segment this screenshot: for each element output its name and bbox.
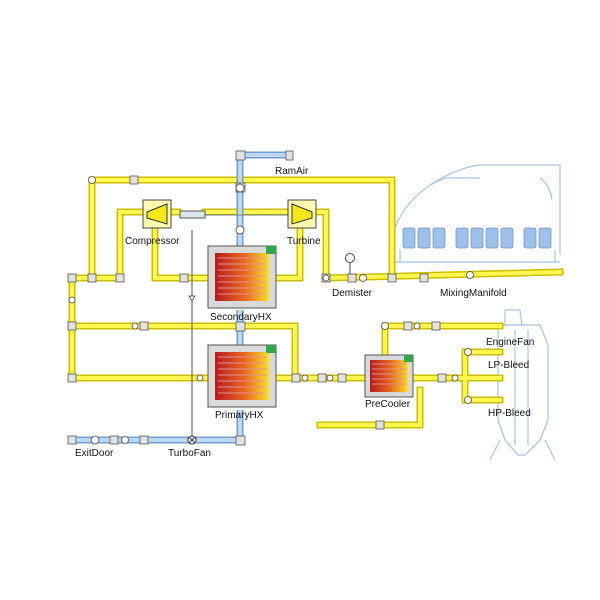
label-turbo-fan: TurboFan — [168, 448, 211, 459]
component-labels: RamAir Compressor Turbine SecondaryHX Pr… — [75, 166, 534, 459]
shaft-coupling — [179, 210, 206, 219]
label-turbine: Turbine — [287, 236, 321, 247]
label-lp-bleed: LP-Bleed — [488, 360, 529, 371]
turbine[interactable] — [287, 199, 317, 229]
primary-hx[interactable] — [207, 344, 277, 408]
passenger-seats — [402, 227, 552, 249]
pipe-nodes — [68, 176, 474, 445]
turbofan-valve-icon — [187, 295, 197, 445]
label-ram-air: RamAir — [275, 166, 309, 177]
label-engine-fan: EngineFan — [486, 337, 534, 348]
label-precooler: PreCooler — [365, 399, 411, 410]
label-demister: Demister — [332, 288, 373, 299]
label-primary-hx: PrimaryHX — [215, 410, 264, 421]
precooler-hx[interactable] — [364, 354, 414, 398]
label-exit-door: ExitDoor — [75, 448, 114, 459]
label-compressor: Compressor — [125, 236, 180, 247]
ram-air-pipes — [72, 151, 290, 444]
compressor[interactable] — [142, 199, 172, 229]
label-hp-bleed: HP-Bleed — [488, 408, 531, 419]
label-secondary-hx: SecondaryHX — [210, 312, 272, 323]
secondary-hx[interactable] — [207, 245, 277, 309]
engine-outline — [489, 309, 556, 461]
label-mixing-manifold: MixingManifold — [440, 288, 507, 299]
demister-gauge-icon — [345, 253, 355, 274]
